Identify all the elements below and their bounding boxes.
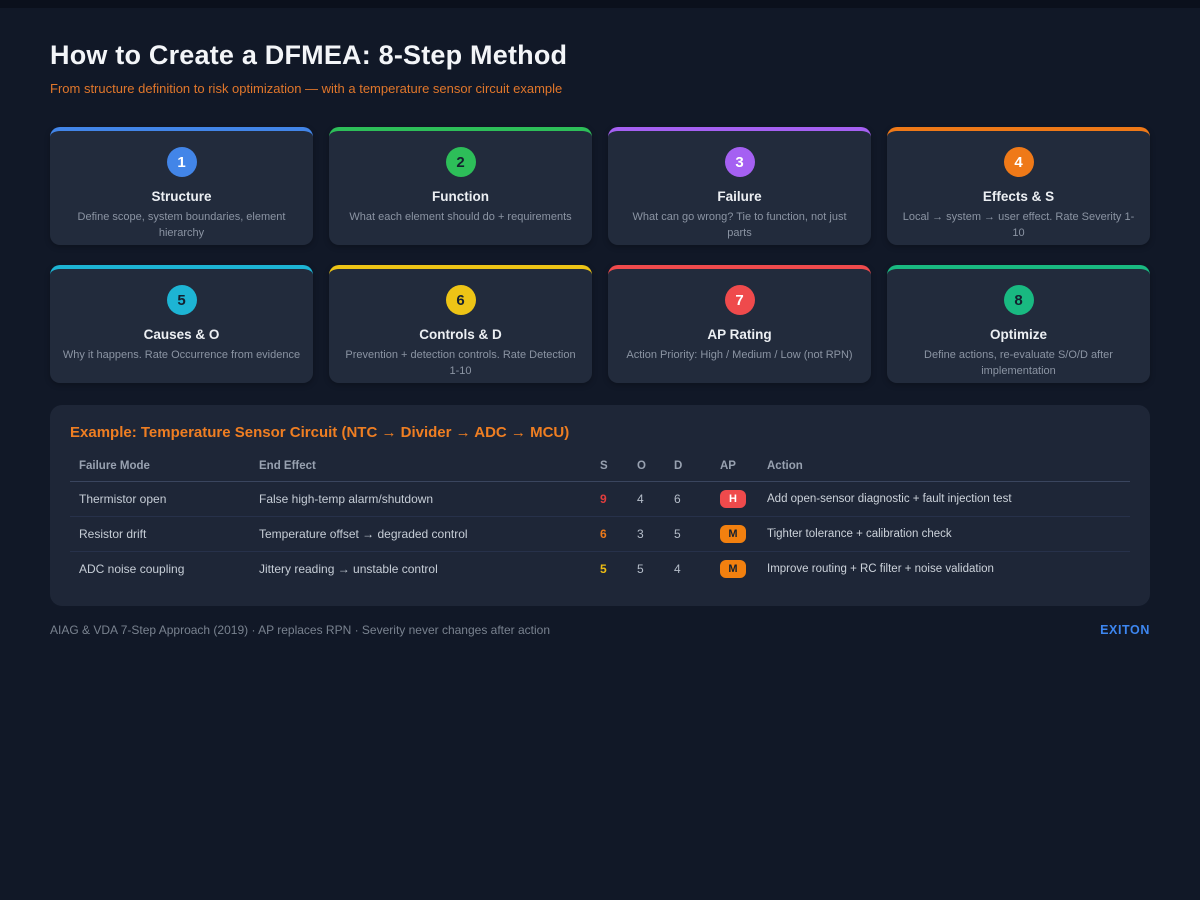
- steps-grid: 1 Structure Define scope, system boundar…: [50, 127, 1150, 383]
- step-number-badge: 3: [724, 147, 755, 177]
- step-number-badge: 5: [166, 285, 197, 315]
- step-title: Optimize: [989, 327, 1047, 342]
- step-number-badge: 2: [445, 147, 476, 177]
- detection-cell: 4: [674, 562, 681, 576]
- severity-cell: 6: [591, 516, 628, 552]
- step-description: Prevention + detection controls. Rate De…: [345, 349, 576, 377]
- page-subtitle: From structure definition to risk optimi…: [50, 81, 563, 96]
- column-header-action: Action: [758, 454, 1130, 482]
- end-effect-cell: Jittery reading → unstable control: [259, 562, 438, 576]
- column-header-severity: S: [591, 454, 628, 482]
- action-cell: Tighter tolerance + calibration check: [758, 516, 1130, 552]
- action-cell: Improve routing + RC filter + noise vali…: [767, 563, 994, 575]
- table-row: Resistor drift Temperature offset → degr…: [70, 516, 1130, 552]
- page-top-edge: [0, 0, 1200, 8]
- column-header-detection: D: [665, 454, 711, 482]
- severity-cell: 9: [591, 481, 628, 517]
- step-card: 5 Causes & O Why it happens. Rate Occurr…: [50, 265, 313, 383]
- column-header-occurrence: O: [628, 454, 665, 482]
- step-description: Action Priority: High / Medium / Low (no…: [626, 349, 853, 361]
- step-description: What each element should do + requiremen…: [349, 211, 572, 223]
- step-card: 6 Controls & D Prevention + detection co…: [329, 265, 592, 383]
- step-title: Controls & D: [419, 327, 502, 342]
- column-header-ap: AP: [711, 454, 758, 482]
- footer: AIAG & VDA 7-Step Approach (2019) · AP r…: [50, 623, 1150, 637]
- brand-logo[interactable]: EXITON: [1100, 623, 1150, 637]
- step-number-badge: 6: [445, 285, 476, 315]
- failure-mode-cell: Resistor drift: [70, 516, 250, 552]
- detection-cell: 6: [665, 481, 711, 517]
- step-description: What can go wrong? Tie to function, not …: [632, 211, 847, 239]
- ap-priority-badge: H: [720, 490, 746, 508]
- step-description: Why it happens. Rate Occurrence from evi…: [62, 349, 301, 361]
- step-card: 3 Failure What can go wrong? Tie to func…: [608, 127, 871, 245]
- step-title: Structure: [151, 189, 212, 204]
- ap-cell: M: [711, 552, 758, 587]
- column-header-end-effect: End Effect: [250, 454, 591, 482]
- failure-mode-cell: Thermistor open: [70, 481, 250, 517]
- ap-priority-badge: M: [720, 560, 746, 578]
- step-number-badge: 8: [1003, 285, 1034, 315]
- fmea-table: Failure Mode End Effect S O D AP Action …: [70, 454, 1130, 586]
- example-panel: Example: Temperature Sensor Circuit (NTC…: [50, 405, 1150, 606]
- step-title: Function: [432, 189, 489, 204]
- step-title: Effects & S: [982, 189, 1055, 204]
- severity-cell: 5: [600, 562, 607, 576]
- table-row: Thermistor open False high-temp alarm/sh…: [70, 481, 1130, 517]
- occurrence-cell: 4: [628, 481, 665, 517]
- step-card: 1 Structure Define scope, system boundar…: [50, 127, 313, 245]
- fmea-table-body: Thermistor open False high-temp alarm/sh…: [70, 481, 1130, 587]
- step-card: 2 Function What each element should do +…: [329, 127, 592, 245]
- step-title: Failure: [717, 189, 762, 204]
- occurrence-cell: 3: [628, 516, 665, 552]
- step-card: 8 Optimize Define actions, re-evaluate S…: [887, 265, 1150, 383]
- step-title: Causes & O: [143, 327, 220, 342]
- step-number-badge: 7: [724, 285, 755, 315]
- step-description: Define scope, system boundaries, element…: [77, 211, 286, 239]
- step-card: 7 AP Rating Action Priority: High / Medi…: [608, 265, 871, 383]
- step-description: Define actions, re-evaluate S/O/D after …: [924, 349, 1113, 377]
- example-title: Example: Temperature Sensor Circuit (NTC…: [70, 424, 570, 441]
- detection-cell: 5: [665, 516, 711, 552]
- action-cell: Add open-sensor diagnostic + fault injec…: [758, 481, 1130, 517]
- ap-cell: H: [711, 481, 758, 517]
- column-header-failure-mode: Failure Mode: [70, 454, 250, 482]
- table-row: ADC noise coupling Jittery reading → uns…: [70, 552, 1130, 587]
- fmea-table-header-row: Failure Mode End Effect S O D AP Action: [70, 454, 1130, 482]
- end-effect-cell: Temperature offset → degraded control: [250, 516, 591, 552]
- step-title: AP Rating: [707, 327, 772, 342]
- step-card: 4 Effects & S Local → system → user effe…: [887, 127, 1150, 245]
- end-effect-cell: False high-temp alarm/shutdown: [250, 481, 591, 517]
- ap-cell: M: [711, 516, 758, 552]
- step-number-badge: 4: [1003, 147, 1034, 177]
- footer-note: AIAG & VDA 7-Step Approach (2019) · AP r…: [50, 623, 551, 637]
- page-title: How to Create a DFMEA: 8-Step Method: [50, 40, 568, 70]
- step-description: Local → system → user effect. Rate Sever…: [902, 211, 1135, 239]
- occurrence-cell: 5: [637, 562, 644, 576]
- failure-mode-cell: ADC noise coupling: [79, 562, 185, 576]
- step-number-badge: 1: [166, 147, 197, 177]
- page-container: How to Create a DFMEA: 8-Step Method Fro…: [0, 8, 1200, 637]
- ap-priority-badge: M: [720, 525, 746, 543]
